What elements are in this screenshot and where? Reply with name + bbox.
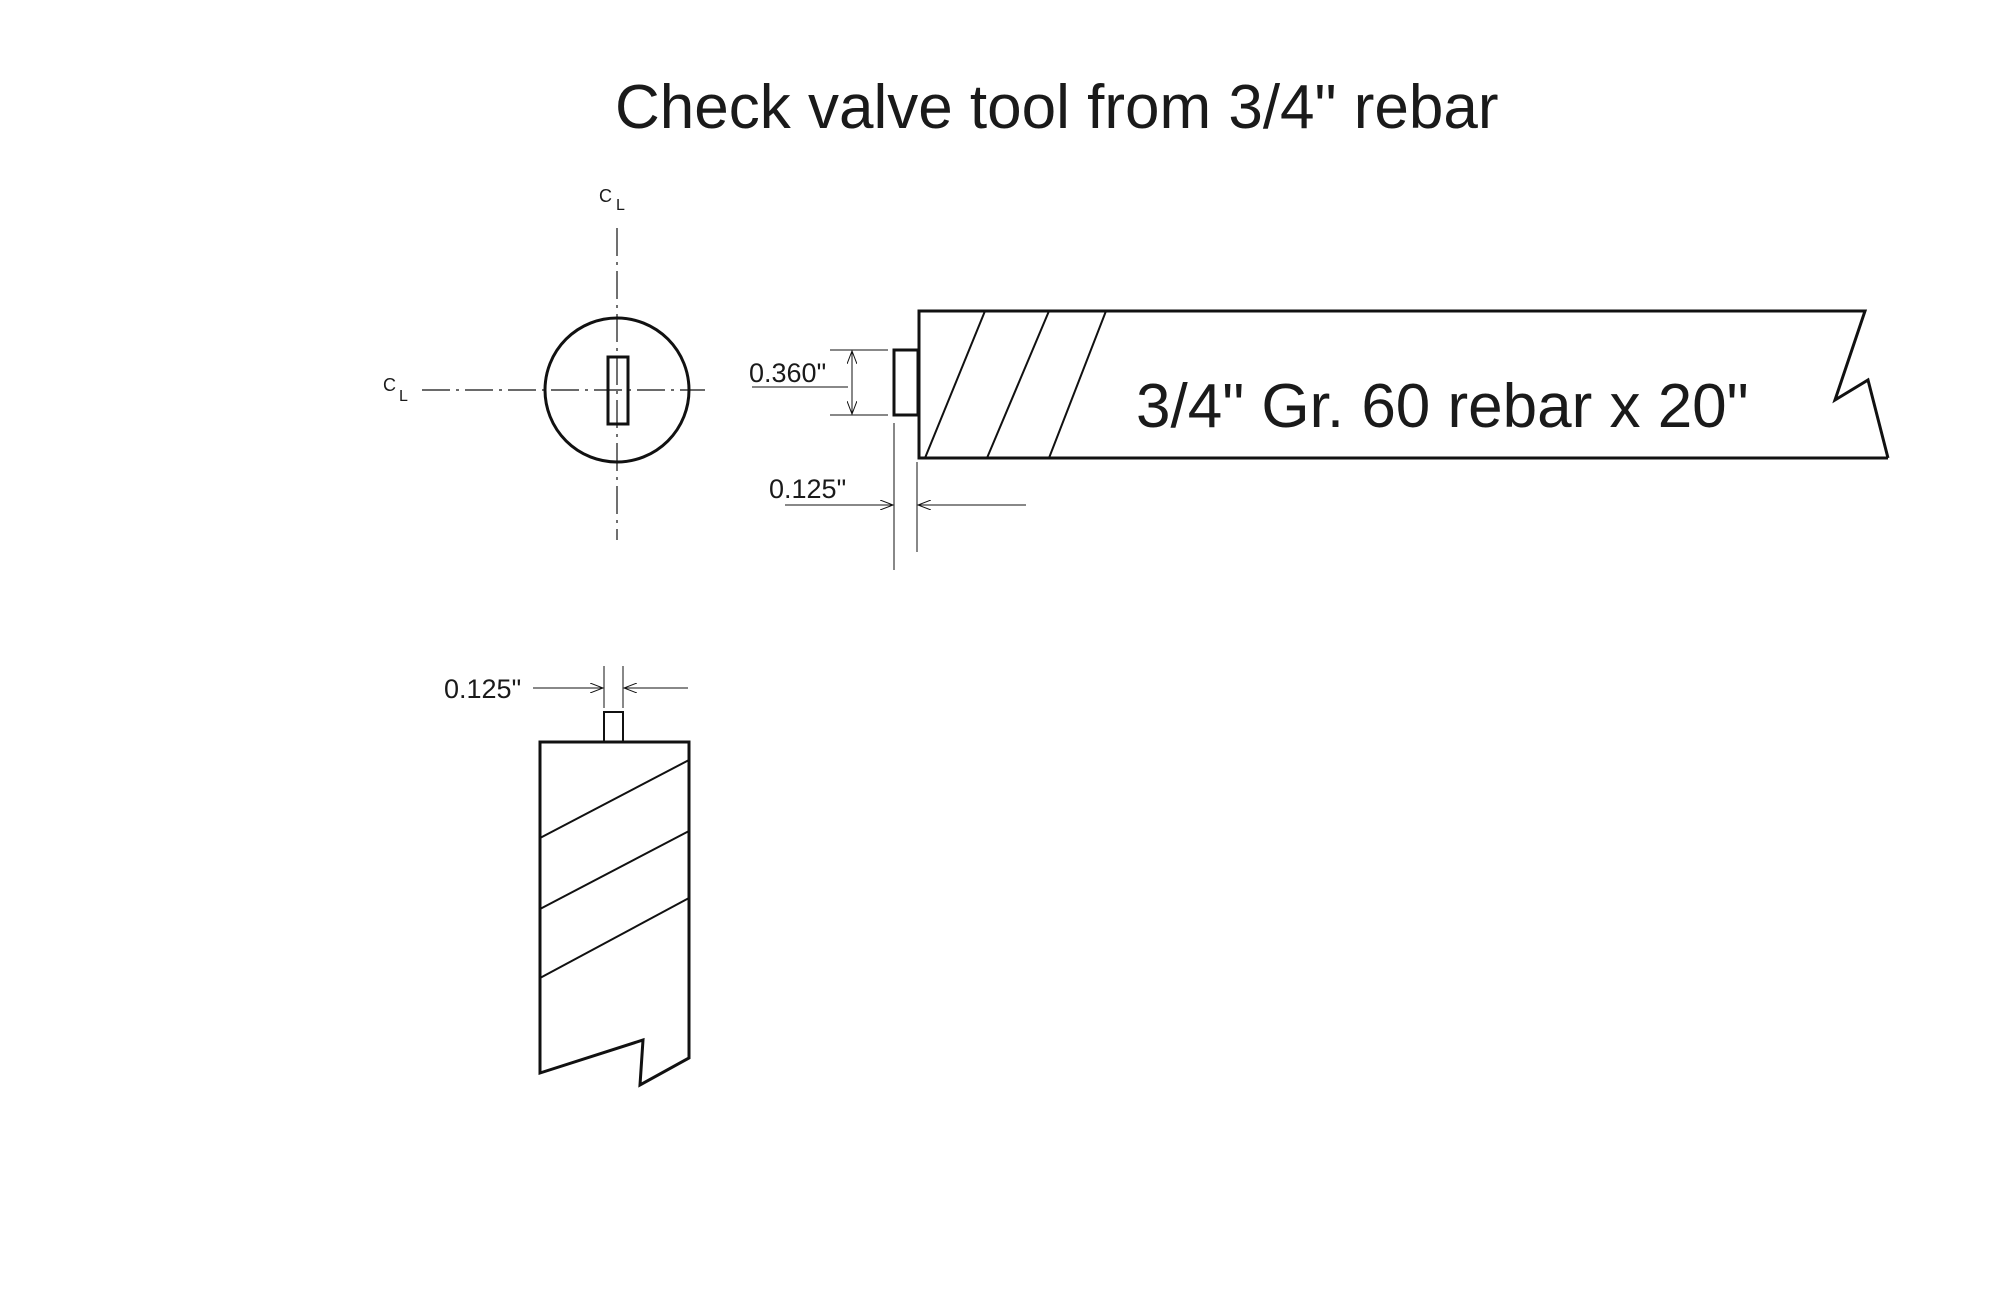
rebar-end-circle: [543, 316, 691, 464]
tab-thickness-dimension-side: 0.125": [769, 423, 1026, 570]
bar-label: 3/4" Gr. 60 rebar x 20": [1136, 372, 1749, 441]
rib-line: [539, 759, 690, 839]
svg-text:L: L: [399, 388, 408, 405]
centerline-label-vertical: C L: [599, 186, 625, 214]
tab-height-value: 0.360": [749, 358, 826, 388]
end-view: C L C L: [383, 186, 705, 540]
front-view: 0.125": [444, 666, 691, 1088]
svg-text:C: C: [599, 186, 612, 206]
rebar-bar-outline: [917, 309, 1890, 460]
tab-thickness-end-value: 0.125": [444, 674, 521, 704]
end-tab-rect: [606, 355, 630, 426]
svg-text:C: C: [383, 375, 396, 395]
rib-line: [539, 897, 690, 979]
rib-line: [539, 830, 690, 910]
front-tab-rect: [603, 711, 624, 743]
side-view: 3/4" Gr. 60 rebar x 20" 0.360" 0.125": [749, 309, 1890, 570]
drawing-title: Check valve tool from 3/4" rebar: [615, 73, 1499, 142]
rib-line: [986, 310, 1050, 459]
rib-line: [924, 310, 986, 459]
rebar-stub-outline: [538, 740, 691, 1088]
side-tab-rect: [892, 348, 920, 417]
centerline-label-horizontal: C L: [383, 375, 408, 405]
svg-text:L: L: [616, 197, 625, 214]
tab-thickness-side-value: 0.125": [769, 474, 846, 504]
tab-height-dimension: 0.360": [749, 349, 888, 416]
tab-thickness-dimension-end: 0.125": [444, 666, 688, 708]
rib-line: [1048, 310, 1107, 459]
